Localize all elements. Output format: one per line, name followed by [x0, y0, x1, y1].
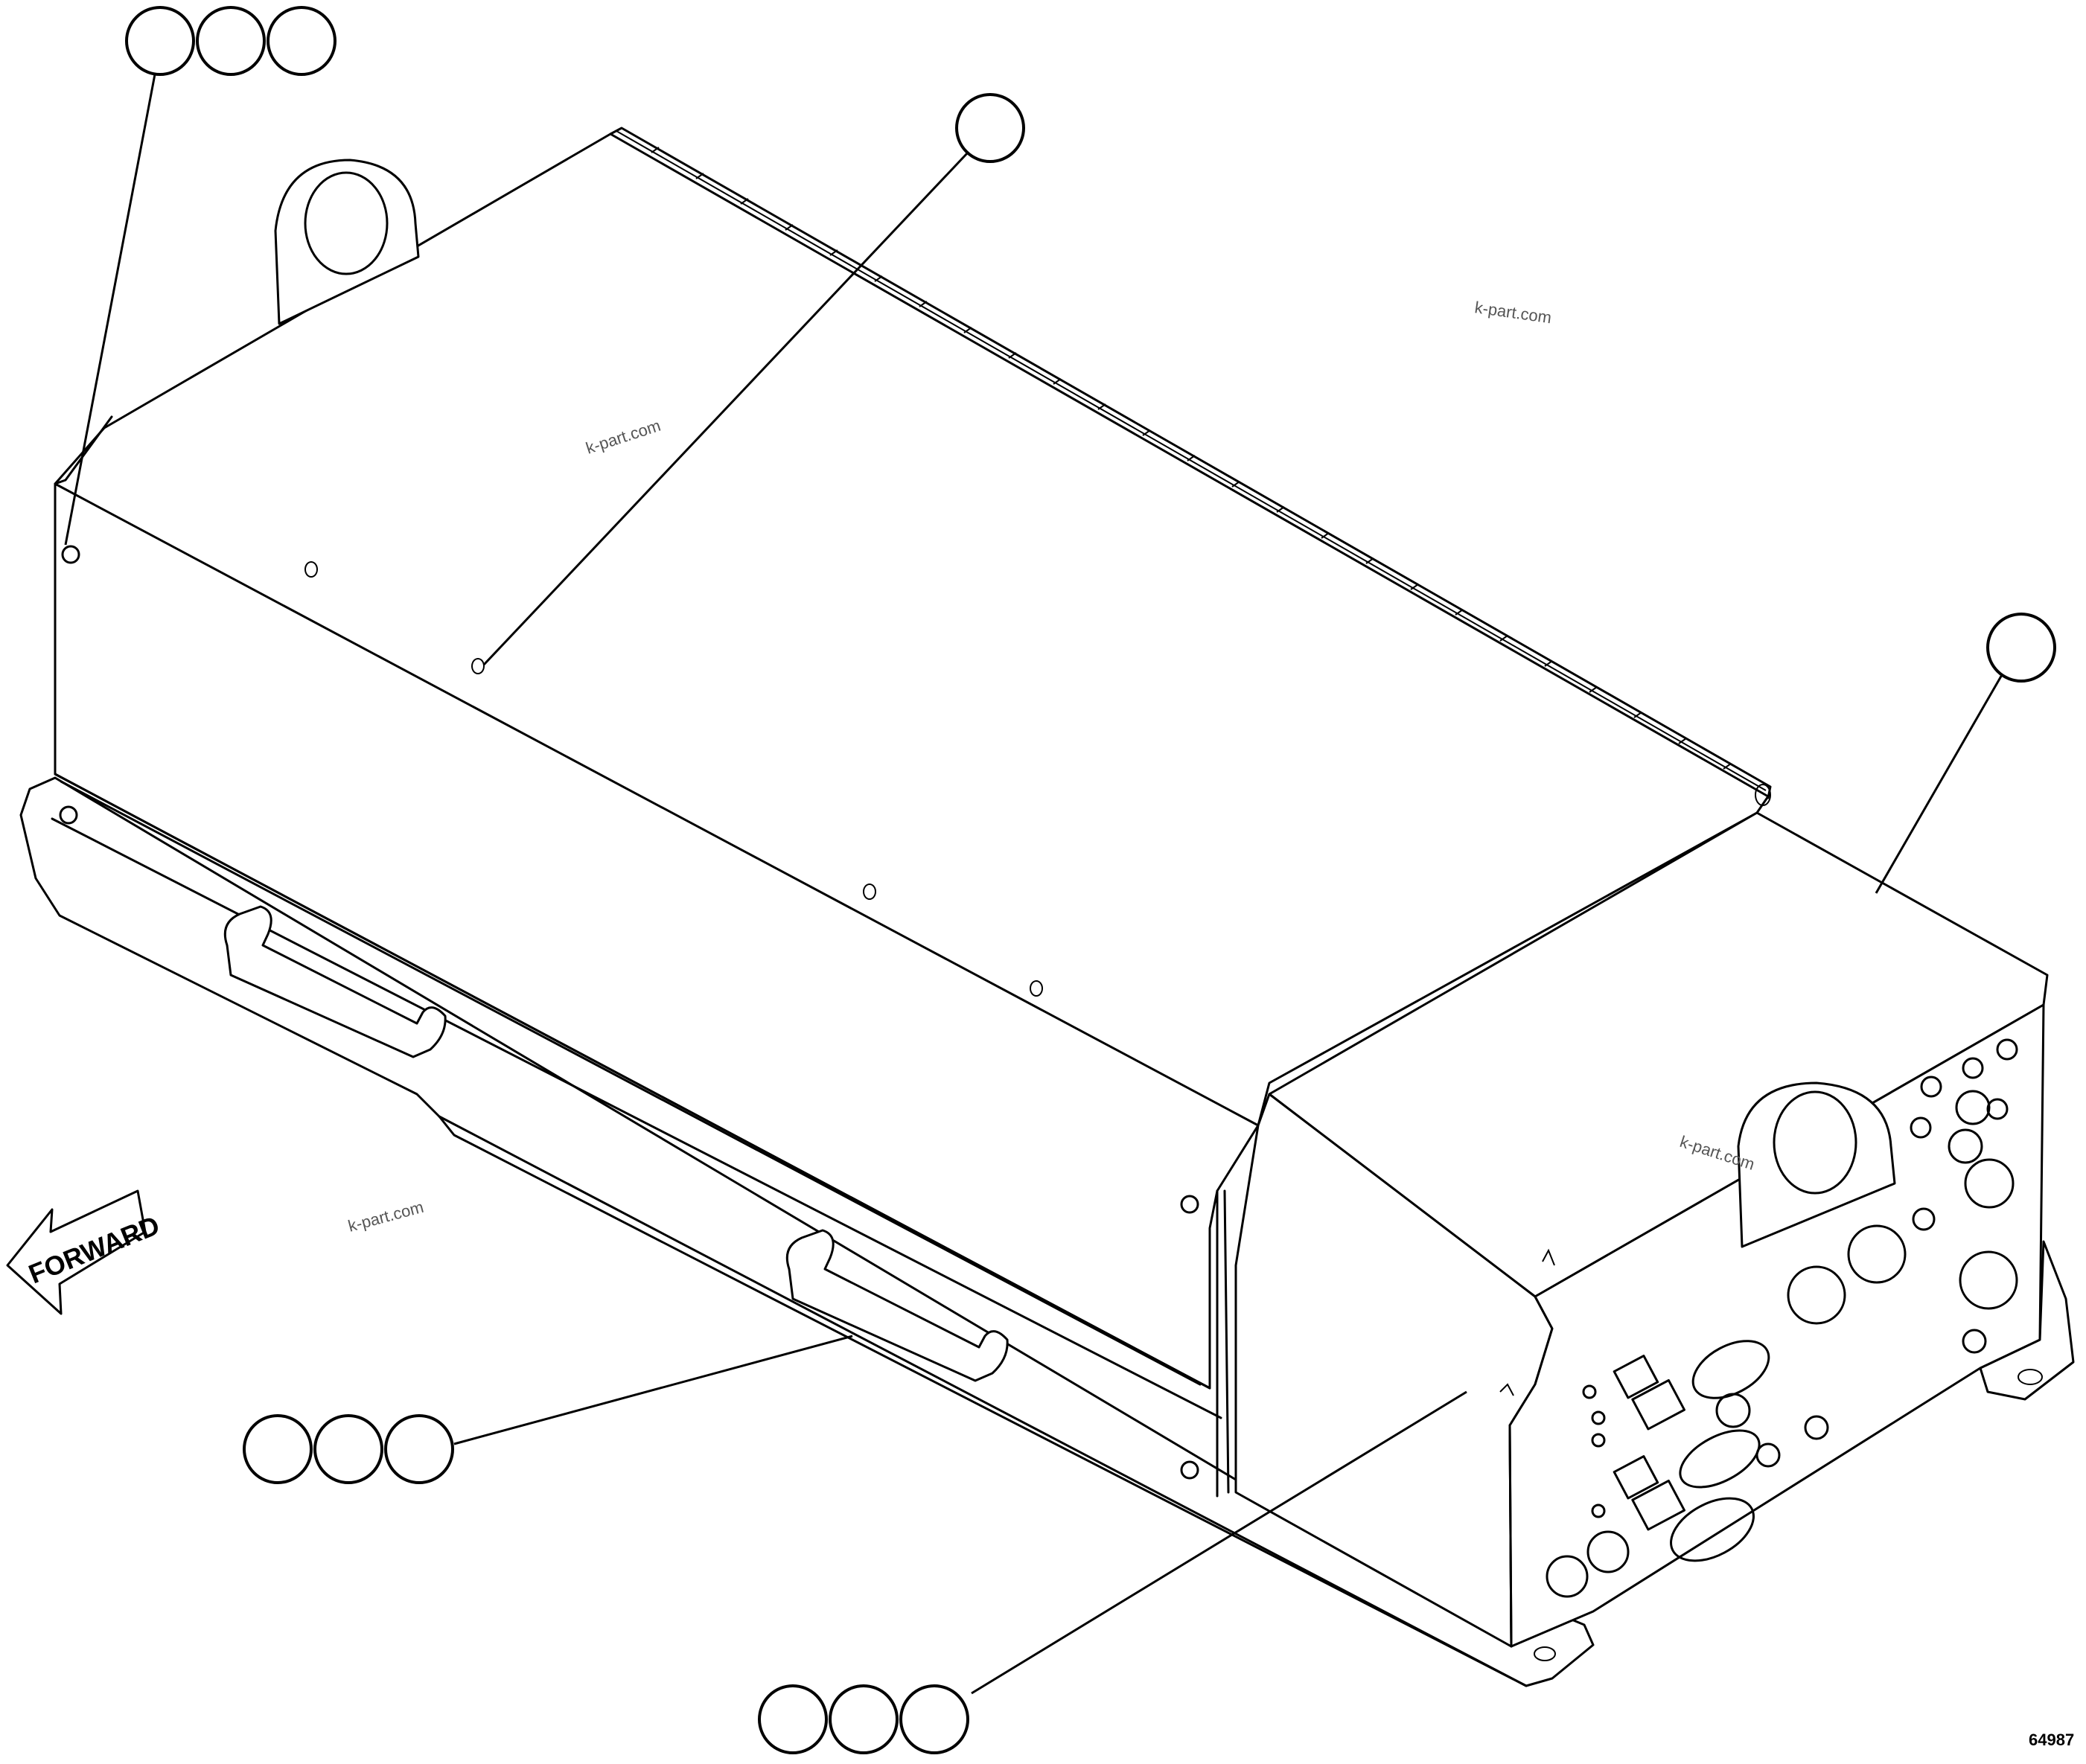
- lid-hole: [1030, 980, 1043, 997]
- lid-hole: [863, 883, 876, 900]
- callout-right: [1875, 613, 2056, 894]
- lid-hole: [471, 658, 485, 674]
- mounting-hole: [2018, 1369, 2043, 1385]
- watermark-text: k-part.com: [346, 1198, 426, 1236]
- figure-number: 64987: [2029, 1731, 2074, 1749]
- mounting-hole: [1534, 1646, 1556, 1661]
- hinge-pin-end: [1755, 784, 1771, 806]
- grab-handle-left: [223, 905, 447, 1058]
- lifting-eye-right: [1737, 1081, 1896, 1248]
- callout-top-left: [64, 6, 336, 546]
- electrical-connectors: [1582, 1340, 1770, 1562]
- callout-bottom: [758, 1390, 1467, 1754]
- grab-handle-right: [785, 1229, 1009, 1382]
- lid-hole: [304, 561, 318, 578]
- callout-top-center: [482, 93, 1025, 666]
- watermark-text: k-part.com: [1473, 298, 1552, 327]
- lifting-eye-left: [274, 159, 420, 325]
- callout-handle: [243, 1335, 853, 1484]
- hinge-knuckles: [651, 147, 1732, 770]
- forward-arrow: FORWARD: [6, 1189, 164, 1315]
